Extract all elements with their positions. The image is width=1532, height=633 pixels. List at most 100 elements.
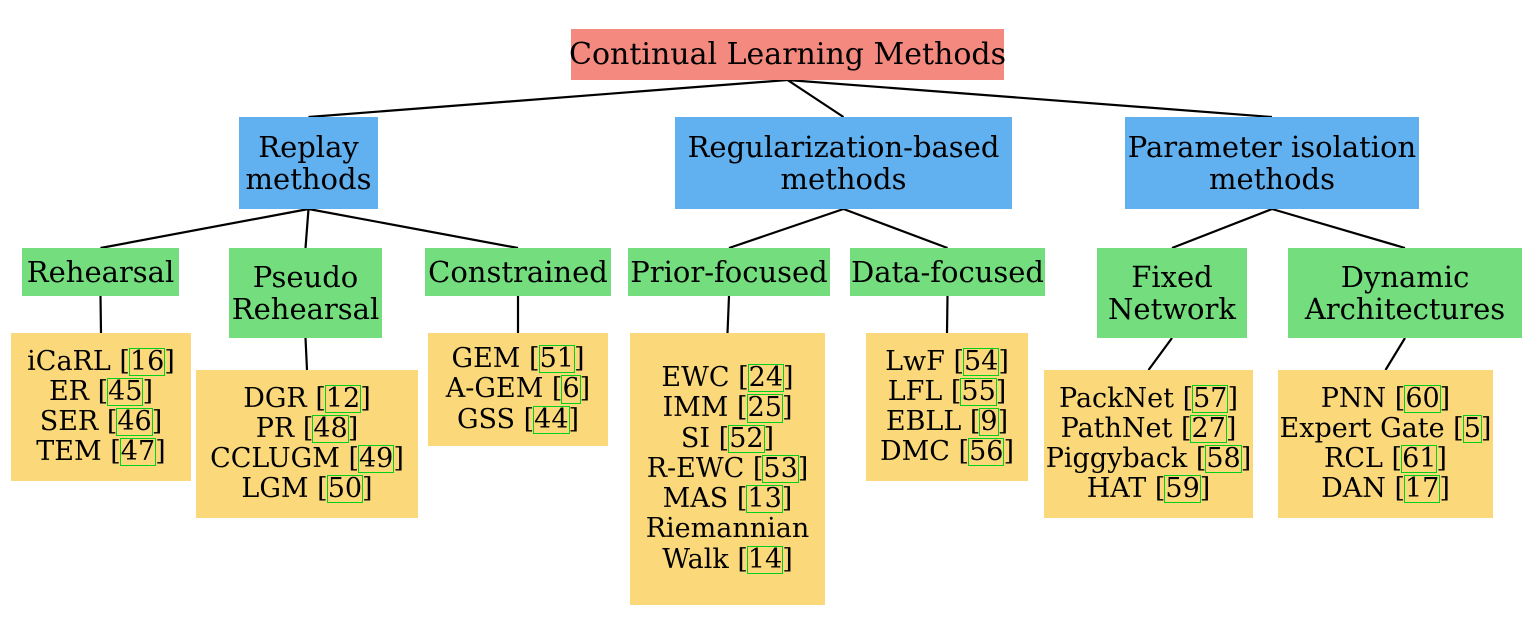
method-name: GEM <box>451 343 521 375</box>
node-leaf-rehearsal-methods[interactable]: iCaRL [16]ER [45]SER [46]TEM [47] <box>11 333 191 481</box>
citation-link[interactable]: 27 <box>1190 412 1227 444</box>
citation-link[interactable]: 16 <box>128 345 166 377</box>
node-label-line1: Replay <box>258 129 359 164</box>
citation-link[interactable]: 12 <box>324 382 362 414</box>
node-subcategory-data-focused[interactable]: Data-focused <box>850 248 1045 296</box>
leaf-method-entry: IMM [25] <box>662 392 793 424</box>
method-name: TEM <box>36 436 102 468</box>
method-name: DGR <box>243 382 307 414</box>
leaf-method-entry: PathNet [27] <box>1060 412 1237 444</box>
citation-link[interactable]: 17 <box>1404 473 1441 505</box>
leaf-method-entry: PackNet [57] <box>1058 382 1239 414</box>
citation-link[interactable]: 48 <box>312 412 349 444</box>
method-name: Walk <box>662 543 729 575</box>
method-name: SI <box>680 422 711 454</box>
node-label-line1: Parameter isolation <box>1127 129 1417 164</box>
citation-link[interactable]: 9 <box>979 406 999 437</box>
leaf-method-entry: DGR [12] <box>243 382 371 414</box>
node-leaf-pseudo-rehearsal-methods[interactable]: DGR [12]PR [48]CCLUGM [49]LGM [50] <box>196 370 418 518</box>
node-label-line1: Fixed <box>1131 259 1213 294</box>
leaf-method-entry: DMC [56] <box>880 436 1014 468</box>
node-subcategory-constrained[interactable]: Constrained <box>425 248 611 296</box>
leaf-method-entry: GSS [44] <box>456 403 580 435</box>
citation-link[interactable]: 59 <box>1164 473 1201 505</box>
citation-link[interactable]: 47 <box>119 436 157 468</box>
citation-link[interactable]: 55 <box>960 375 997 407</box>
citation-link[interactable]: 57 <box>1192 382 1229 414</box>
leaf-method-entry: HAT [59] <box>1086 473 1211 505</box>
method-name: GSS <box>456 403 516 435</box>
node-label-line1: Dynamic <box>1340 259 1470 294</box>
node-subcategory-fixed-network[interactable]: Fixed Network <box>1097 248 1247 338</box>
citation-link[interactable]: 13 <box>746 483 783 515</box>
leaf-method-entry: PR [48] <box>255 412 359 444</box>
leaf-method-entry: Expert Gate [5] <box>1279 412 1492 444</box>
method-name: Riemannian <box>645 513 810 545</box>
citation-link[interactable]: 61 <box>1401 443 1438 474</box>
node-subcategory-rehearsal[interactable]: Rehearsal <box>22 248 179 296</box>
node-root-label: Continual Learning Methods <box>568 36 1007 72</box>
node-label-line1: Constrained <box>428 254 608 289</box>
method-name: iCaRL <box>27 345 111 377</box>
leaf-method-entry: Walk [14] <box>662 543 793 575</box>
node-leaf-data-focused-methods[interactable]: LwF [54]LFL [55]EBLL [9]DMC [56] <box>866 333 1028 481</box>
citation-link[interactable]: 49 <box>357 443 395 474</box>
citation-link[interactable]: 44 <box>533 403 570 435</box>
citation-link[interactable]: 50 <box>326 473 364 505</box>
method-name: PR <box>255 412 295 444</box>
node-label-line1: Pseudo <box>252 259 359 294</box>
method-name: HAT <box>1086 473 1147 505</box>
node-category-parameter-isolation[interactable]: Parameter isolation methods <box>1125 117 1419 209</box>
method-name: Expert Gate <box>1279 412 1445 444</box>
method-name: PackNet <box>1058 382 1174 414</box>
node-leaf-dynamic-architectures-methods[interactable]: PNN [60]Expert Gate [5]RCL [61]DAN [17] <box>1278 370 1493 518</box>
leaf-method-entry: RCL [61] <box>1324 443 1447 474</box>
citation-link[interactable]: 46 <box>116 406 153 437</box>
leaf-method-entry: SI [52] <box>680 422 775 454</box>
leaf-method-entry: A-GEM [6] <box>445 373 591 405</box>
node-label-line2: methods <box>1209 162 1335 196</box>
node-subcategory-prior-focused[interactable]: Prior-focused <box>628 248 830 296</box>
citation-link[interactable]: 51 <box>538 343 575 375</box>
leaf-method-entry: R-EWC [53] <box>646 452 809 484</box>
method-name: LFL <box>887 375 943 407</box>
node-label-line1: Regularization-based <box>687 129 1000 164</box>
citation-link[interactable]: 54 <box>963 345 1000 377</box>
leaf-method-entry: LFL [55] <box>887 375 1007 407</box>
citation-link[interactable]: 24 <box>747 362 785 394</box>
method-name: EBLL <box>885 406 962 437</box>
node-leaf-constrained-methods[interactable]: GEM [51]A-GEM [6]GSS [44] <box>428 333 608 446</box>
leaf-method-entry: MAS [13] <box>662 483 793 515</box>
citation-link[interactable]: 53 <box>762 452 799 484</box>
leaf-method-entry: iCaRL [16] <box>27 345 175 377</box>
citation-link[interactable]: 25 <box>746 392 783 424</box>
node-subcategory-dynamic-architectures[interactable]: Dynamic Architectures <box>1288 248 1522 338</box>
citation-link[interactable]: 14 <box>746 543 784 575</box>
method-name: LGM <box>241 473 309 505</box>
citation-link[interactable]: 5 <box>1462 412 1482 444</box>
node-label-line2: methods <box>780 162 907 196</box>
method-name: PathNet <box>1060 412 1173 444</box>
node-subcategory-pseudo-rehearsal[interactable]: Pseudo Rehearsal <box>229 248 382 338</box>
node-label-line2: Network <box>1108 292 1236 326</box>
node-root[interactable]: Continual Learning Methods <box>568 29 1007 80</box>
leaf-method-entry: SER [46] <box>39 406 163 437</box>
node-category-replay[interactable]: Replay methods <box>239 117 378 209</box>
citation-link[interactable]: 52 <box>728 422 765 454</box>
node-label-line2: methods <box>245 162 372 196</box>
leaf-method-entry: PNN [60] <box>1320 382 1451 414</box>
method-name: R-EWC <box>646 452 745 484</box>
method-name: IMM <box>662 392 729 424</box>
node-category-regularization[interactable]: Regularization-based methods <box>675 117 1012 209</box>
citation-link[interactable]: 45 <box>107 375 144 407</box>
node-leaf-fixed-network-methods[interactable]: PackNet [57]PathNet [27]Piggyback [58]HA… <box>1044 370 1253 518</box>
node-label-line1: Prior-focused <box>630 254 828 289</box>
citation-link[interactable]: 56 <box>968 436 1005 468</box>
citation-link[interactable]: 58 <box>1205 443 1242 474</box>
citation-link[interactable]: 6 <box>561 373 581 405</box>
method-name: LwF <box>885 345 945 377</box>
node-label-line2: Architectures <box>1304 292 1506 326</box>
node-leaf-prior-focused-methods[interactable]: EWC [24]IMM [25]SI [52]R-EWC [53]MAS [13… <box>630 333 825 605</box>
citation-link[interactable]: 60 <box>1404 382 1441 414</box>
method-name: SER <box>39 406 99 437</box>
